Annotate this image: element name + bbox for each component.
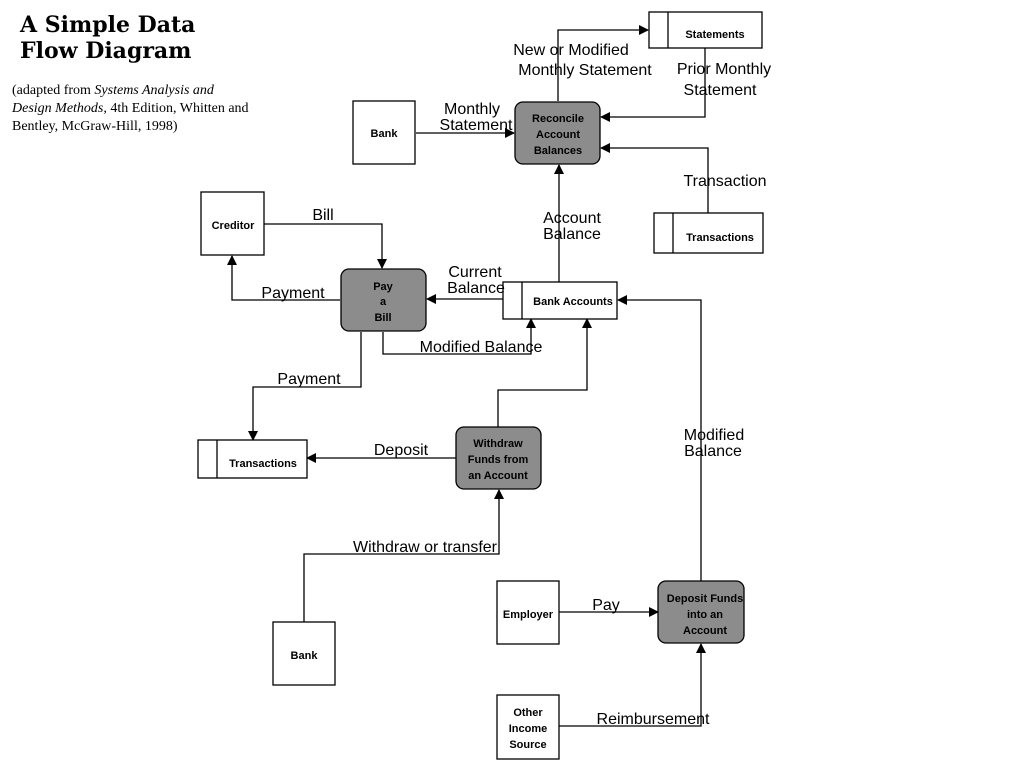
page-title: A Simple Data Flow Diagram — [20, 12, 196, 64]
process-withdraw-line-1: Withdraw — [473, 438, 523, 450]
label-bill: Bill — [312, 207, 333, 224]
entity-other-income-line-1: Other — [513, 707, 543, 719]
label-account-balance-2: Balance — [543, 226, 601, 243]
store-bank-accounts[interactable]: Bank Accounts — [502, 281, 618, 320]
store-transactions-top[interactable]: Transactions — [653, 212, 764, 254]
label-payment-creditor: Payment — [261, 285, 325, 302]
entity-other-income-line-3: Source — [509, 739, 546, 751]
flow-transaction — [600, 143, 709, 213]
label-deposit: Deposit — [374, 442, 429, 459]
label-current-balance-1: Current — [448, 264, 502, 281]
label-modified-balance-left: Modified Balance — [420, 339, 543, 356]
process-withdraw-line-2: Funds from — [468, 454, 529, 466]
store-statements-label: Statements — [685, 29, 744, 41]
store-bank-accounts-label: Bank Accounts — [533, 296, 613, 308]
store-statements[interactable]: Statements — [648, 11, 763, 49]
process-reconcile-line-3: Balances — [534, 145, 582, 157]
entity-employer-label: Employer — [503, 609, 554, 621]
entity-employer[interactable]: Employer — [496, 580, 560, 645]
entity-creditor-label: Creditor — [212, 220, 256, 232]
flow-new-modified-statement — [557, 25, 649, 101]
flow-modified-balance-right — [617, 295, 702, 581]
process-pay-line-1: Pay — [373, 281, 393, 293]
label-monthly-statement-2: Statement — [440, 117, 513, 134]
process-deposit-line-3: Account — [683, 625, 727, 637]
store-transactions-left[interactable]: Transactions — [197, 439, 308, 479]
process-deposit-line-1: Deposit Funds — [667, 593, 743, 605]
subtitle-book-title: Systems Analysis and Design Methods, — [12, 83, 214, 116]
process-deposit-line-2: into an — [687, 609, 723, 621]
subtitle-suffix: 4th Edition, Whitten and Bentley, McGraw… — [12, 101, 249, 134]
label-prior-monthly-1: Prior Monthly — [677, 61, 771, 78]
label-new-modified-2: Monthly Statement — [518, 62, 652, 79]
flow-withdraw-or-transfer — [303, 489, 504, 622]
entity-bank-bottom-label: Bank — [291, 650, 319, 662]
label-payment-transactions: Payment — [277, 371, 341, 388]
store-transactions-left-label: Transactions — [229, 458, 297, 470]
label-pay: Pay — [592, 597, 620, 614]
process-reconcile-line-2: Account — [536, 129, 580, 141]
process-pay-a-bill[interactable]: Pay a Bill — [340, 268, 427, 332]
flow-bill — [264, 223, 387, 269]
label-modified-balance-right-2: Balance — [684, 443, 742, 460]
label-monthly-statement-1: Monthly — [444, 101, 500, 118]
flow-payment-creditor — [227, 255, 340, 301]
process-withdraw-funds[interactable]: Withdraw Funds from an Account — [455, 426, 542, 490]
entity-other-income-source[interactable]: Other Income Source — [496, 694, 560, 760]
entity-bank-top-label: Bank — [371, 128, 399, 140]
flow-prior-monthly-statement — [600, 48, 706, 122]
label-withdraw-or-transfer: Withdraw or transfer — [353, 539, 498, 556]
page-subtitle: (adapted from Systems Analysis and Desig… — [12, 82, 252, 136]
process-pay-line-2: a — [380, 296, 387, 308]
flow-modified-balance-left — [382, 318, 536, 355]
entity-other-income-line-2: Income — [509, 723, 548, 735]
process-reconcile-account-balances[interactable]: Reconcile Account Balances — [514, 101, 601, 165]
flow-withdraw-to-accounts — [497, 318, 592, 427]
entity-bank-top[interactable]: Bank — [352, 100, 416, 165]
flow-reimbursement — [559, 643, 706, 727]
process-pay-line-3: Bill — [374, 312, 391, 324]
process-deposit-funds[interactable]: Deposit Funds into an Account — [657, 580, 745, 644]
process-reconcile-line-1: Reconcile — [532, 113, 584, 125]
store-transactions-top-label: Transactions — [686, 232, 754, 244]
label-new-modified-1: New or Modified — [513, 42, 629, 59]
entity-bank-bottom[interactable]: Bank — [272, 621, 336, 686]
subtitle-prefix: (adapted from — [12, 83, 95, 98]
process-withdraw-line-3: an Account — [468, 470, 528, 482]
label-account-balance-1: Account — [543, 210, 601, 227]
label-current-balance-2: Balance — [447, 280, 505, 297]
flow-payment-transactions — [248, 332, 362, 441]
label-modified-balance-right-1: Modified — [684, 427, 744, 444]
entity-creditor[interactable]: Creditor — [200, 191, 265, 256]
label-transaction: Transaction — [684, 173, 767, 190]
label-reimbursement: Reimbursement — [597, 711, 710, 728]
label-prior-monthly-2: Statement — [684, 82, 757, 99]
